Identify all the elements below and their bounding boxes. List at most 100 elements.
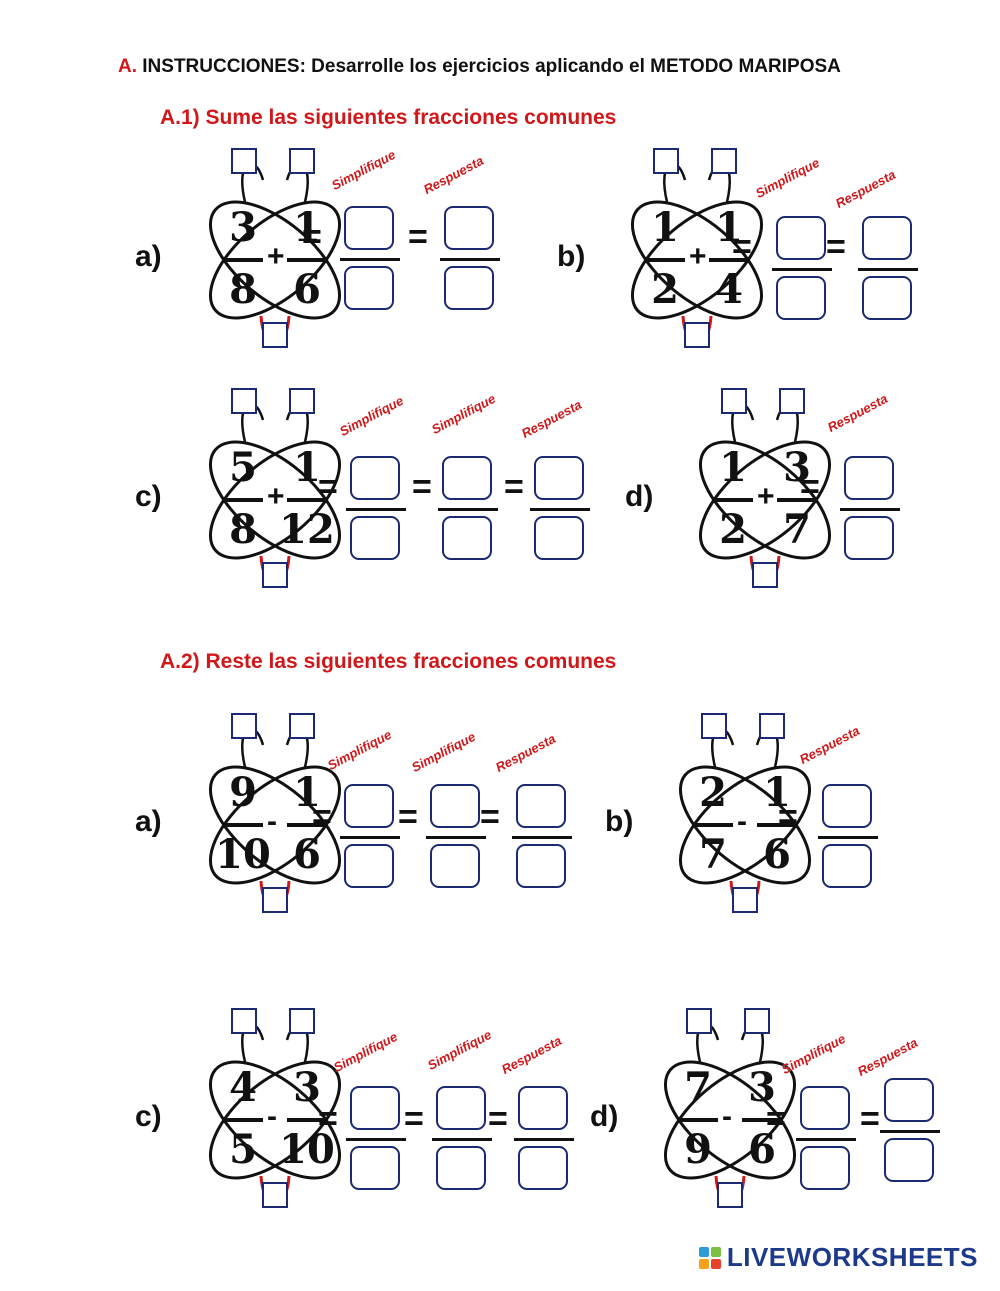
numerator-2: 1 — [293, 769, 321, 816]
denominator-input[interactable] — [430, 844, 480, 888]
denominator-input[interactable] — [884, 1138, 934, 1182]
right-wing — [208, 440, 342, 560]
denominator-input[interactable] — [516, 844, 566, 888]
bottom-box[interactable] — [752, 562, 778, 588]
top-left-box[interactable] — [721, 388, 747, 414]
numerator-input[interactable] — [518, 1086, 568, 1130]
top-right-box[interactable] — [289, 388, 315, 414]
top-left-box[interactable] — [686, 1008, 712, 1034]
equals-sign: = — [826, 228, 846, 266]
numerator-1: 9 — [229, 769, 257, 816]
numerator-input[interactable] — [430, 784, 480, 828]
respuesta-label: Respuesta — [518, 396, 585, 441]
denominator-input[interactable] — [344, 844, 394, 888]
top-right-box[interactable] — [744, 1008, 770, 1034]
denominator-2: 6 — [293, 831, 321, 878]
bottom-box[interactable] — [262, 322, 288, 348]
top-right-box[interactable] — [289, 148, 315, 174]
denominator-2: 6 — [748, 1126, 776, 1173]
numerator-input[interactable] — [844, 456, 894, 500]
denominator-input[interactable] — [776, 276, 826, 320]
numerator-input[interactable] — [884, 1078, 934, 1122]
numerator-input[interactable] — [436, 1086, 486, 1130]
denominator-input[interactable] — [822, 844, 872, 888]
equals-sign: = — [778, 798, 798, 836]
operator-sign: - — [737, 805, 747, 838]
top-right-box[interactable] — [711, 148, 737, 174]
denominator-1: 10 — [215, 831, 271, 878]
numerator-input[interactable] — [344, 206, 394, 250]
top-left-box[interactable] — [231, 713, 257, 739]
bottom-box[interactable] — [262, 562, 288, 588]
fraction-bar — [772, 268, 832, 271]
bottom-box[interactable] — [684, 322, 710, 348]
numerator-input[interactable] — [442, 456, 492, 500]
left-wing — [678, 765, 812, 885]
top-left-box[interactable] — [653, 148, 679, 174]
equals-sign: = — [408, 218, 428, 256]
respuesta-label: Respuesta — [420, 152, 487, 197]
answer-fraction — [880, 1072, 940, 1192]
answer-fraction — [858, 210, 918, 330]
denominator-input[interactable] — [518, 1146, 568, 1190]
equals-sign: = — [302, 218, 322, 256]
denominator-input[interactable] — [350, 1146, 400, 1190]
equals-sign: = — [312, 798, 332, 836]
numerator-2: 1 — [293, 204, 321, 251]
bottom-box[interactable] — [262, 887, 288, 913]
exercise-label: d) — [625, 480, 654, 513]
right-wing — [208, 1060, 342, 1180]
denominator-1: 7 — [699, 831, 727, 878]
numerator-input[interactable] — [516, 784, 566, 828]
equals-sign: = — [488, 1100, 508, 1138]
numerator-input[interactable] — [350, 456, 400, 500]
numerator-2: 3 — [748, 1064, 776, 1111]
answer-fraction — [514, 1080, 574, 1200]
numerator-1: 5 — [229, 444, 257, 491]
bottom-box[interactable] — [732, 887, 758, 913]
numerator-input[interactable] — [800, 1086, 850, 1130]
bottom-box[interactable] — [717, 1182, 743, 1208]
numerator-2: 3 — [293, 1064, 321, 1111]
equals-sign: = — [860, 1100, 880, 1138]
numerator-input[interactable] — [534, 456, 584, 500]
bottom-box[interactable] — [262, 1182, 288, 1208]
fraction-bar — [840, 508, 900, 511]
denominator-input[interactable] — [844, 516, 894, 560]
exercise-label: a) — [135, 240, 162, 273]
denominator-2: 12 — [279, 506, 335, 553]
answer-fraction — [432, 1080, 492, 1200]
numerator-input[interactable] — [822, 784, 872, 828]
fraction-bar — [858, 268, 918, 271]
numerator-input[interactable] — [776, 216, 826, 260]
numerator-2: 3 — [783, 444, 811, 491]
denominator-input[interactable] — [442, 516, 492, 560]
numerator-input[interactable] — [444, 206, 494, 250]
top-right-box[interactable] — [289, 713, 315, 739]
denominator-input[interactable] — [350, 516, 400, 560]
top-right-box[interactable] — [289, 1008, 315, 1034]
denominator-1: 8 — [229, 506, 257, 553]
fraction-bar — [514, 1138, 574, 1141]
numerator-input[interactable] — [344, 784, 394, 828]
denominator-1: 8 — [229, 266, 257, 313]
top-left-box[interactable] — [701, 713, 727, 739]
top-left-box[interactable] — [231, 1008, 257, 1034]
denominator-input[interactable] — [344, 266, 394, 310]
top-right-box[interactable] — [779, 388, 805, 414]
top-left-box[interactable] — [231, 388, 257, 414]
exercise-label: d) — [590, 1100, 619, 1133]
numerator-input[interactable] — [862, 216, 912, 260]
denominator-input[interactable] — [436, 1146, 486, 1190]
instructions-text: INSTRUCCIONES: Desarrolle los ejercicios… — [142, 56, 841, 77]
answer-fraction — [346, 1080, 406, 1200]
denominator-input[interactable] — [800, 1146, 850, 1190]
denominator-2: 7 — [783, 506, 811, 553]
denominator-input[interactable] — [862, 276, 912, 320]
denominator-input[interactable] — [444, 266, 494, 310]
denominator-input[interactable] — [534, 516, 584, 560]
numerator-input[interactable] — [350, 1086, 400, 1130]
top-right-box[interactable] — [759, 713, 785, 739]
top-left-box[interactable] — [231, 148, 257, 174]
left-wing — [208, 765, 342, 885]
